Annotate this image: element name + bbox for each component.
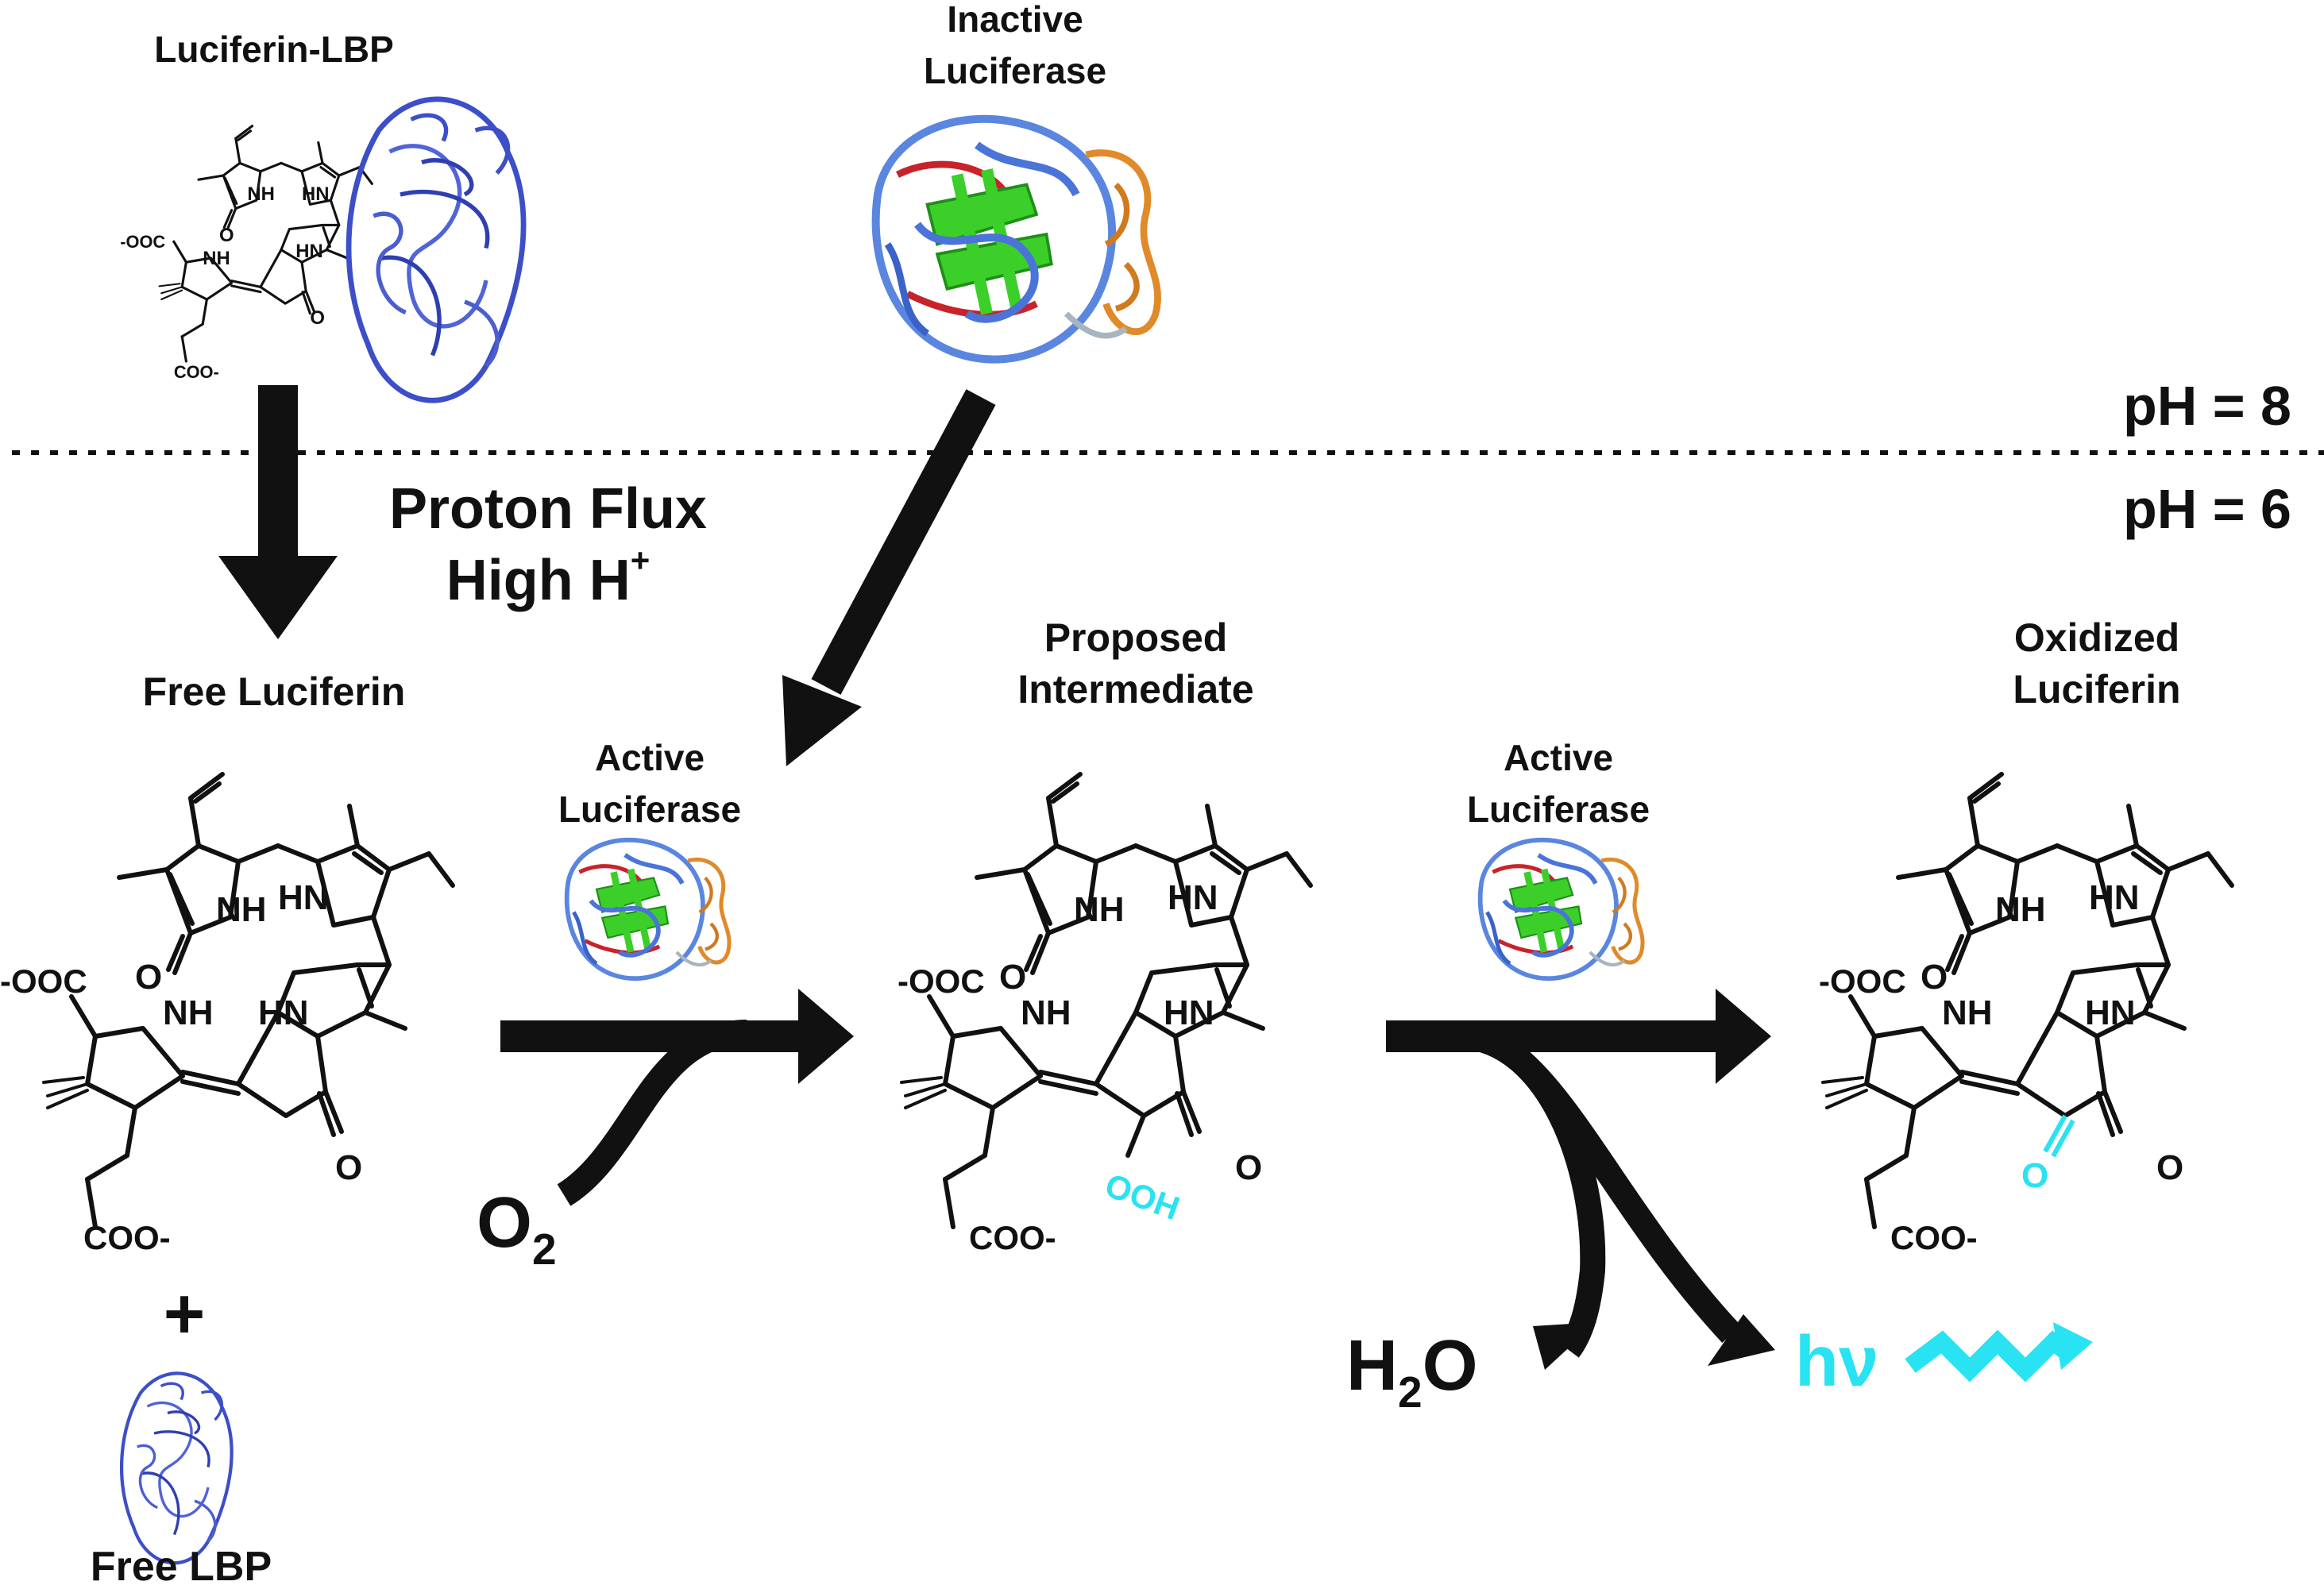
svg-text:O: O [310, 307, 325, 329]
inactive-luciferase-label-line1: Inactive [947, 0, 1083, 40]
photon-wave-icon [1905, 1322, 2093, 1383]
h2o-label: H2O [1346, 1326, 1478, 1417]
lbp-protein-icon [349, 99, 523, 400]
active-luciferase-a-label-line1: Active [595, 737, 705, 778]
plus-sign: + [164, 1275, 206, 1354]
active-luciferase-b-icon [1480, 840, 1643, 978]
svg-text:-OOC: -OOC [0, 962, 87, 1000]
svg-text:COO-: COO- [1890, 1219, 1978, 1256]
active-luciferase-a-label-line2: Luciferase [558, 789, 741, 830]
ph8-label: pH = 8 [2123, 375, 2291, 437]
proton-flux-label-line1: Proton Flux [389, 477, 707, 541]
svg-text:O: O [1235, 1148, 1262, 1187]
oxidation-arrow-2 [1386, 989, 1775, 1370]
svg-text:NH: NH [247, 183, 275, 205]
new-ketone-oxygen: O [2021, 1156, 2048, 1195]
free-lbp-label: Free LBP [91, 1544, 272, 1589]
free-lbp-protein-icon [122, 1373, 232, 1563]
free-luciferin-structure: NH HN HN NH O O -OOC COO- [0, 774, 453, 1256]
inactive-luciferase-icon [876, 119, 1158, 360]
hydroperoxide-group: OOH [1100, 1166, 1184, 1227]
proton-flux-arrow [218, 385, 338, 639]
hv-label: hν [1795, 1322, 1878, 1402]
svg-text:NH: NH [1074, 890, 1125, 929]
svg-text:HN: HN [1168, 878, 1218, 917]
free-luciferin-label: Free Luciferin [143, 669, 406, 714]
svg-text:HN: HN [302, 183, 330, 205]
oxidized-luciferin-label-line2: Luciferin [2013, 667, 2180, 712]
proposed-intermediate-structure: NH HN HN NH O O -OOC COO- OOH [898, 774, 1311, 1256]
svg-text:NH: NH [1995, 890, 2046, 929]
proposed-intermediate-label-line1: Proposed [1044, 615, 1228, 660]
svg-text:HN: HN [1164, 993, 1214, 1032]
active-luciferase-b-label-line1: Active [1504, 737, 1613, 778]
svg-text:-OOC: -OOC [1819, 962, 1906, 1000]
oxidized-luciferin-structure: NH HN HN NH O O -OOC COO- O [1819, 774, 2232, 1256]
svg-text:COO-: COO- [174, 362, 219, 382]
svg-text:O: O [135, 958, 162, 997]
ph6-label: pH = 6 [2123, 478, 2291, 540]
svg-text:-OOC: -OOC [898, 962, 985, 1000]
svg-text:NH: NH [216, 890, 267, 929]
svg-text:HN: HN [258, 993, 309, 1032]
svg-text:HN: HN [2089, 878, 2140, 917]
proton-flux-label-line2: High H+ [446, 542, 650, 612]
svg-text:O: O [2156, 1148, 2183, 1187]
svg-text:HN: HN [295, 241, 323, 262]
svg-text:O: O [219, 225, 234, 246]
svg-text:NH: NH [163, 993, 214, 1032]
svg-text:O: O [1921, 958, 1948, 997]
svg-text:HN: HN [2085, 993, 2136, 1032]
oxidation-arrow-1 [500, 989, 854, 1206]
svg-text:-OOC: -OOC [120, 232, 165, 252]
svg-text:COO-: COO- [83, 1219, 171, 1256]
activation-arrow [782, 389, 996, 766]
o2-label: O2 [477, 1183, 557, 1274]
svg-text:NH: NH [1942, 993, 1993, 1032]
svg-text:O: O [335, 1148, 362, 1187]
proposed-intermediate-label-line2: Intermediate [1017, 667, 1253, 712]
luciferin-lbp-label: Luciferin-LBP [154, 29, 394, 70]
svg-text:HN: HN [278, 878, 329, 917]
inactive-luciferase-label-line2: Luciferase [924, 50, 1106, 91]
luciferin-lbp-structure: NH HN HN NH O O -OOC COO- [120, 125, 373, 382]
svg-text:O: O [999, 958, 1026, 997]
oxidized-luciferin-label-line1: Oxidized [2014, 615, 2179, 660]
active-luciferase-a-icon [567, 840, 729, 978]
svg-text:NH: NH [203, 248, 230, 269]
svg-text:NH: NH [1021, 993, 1071, 1032]
svg-text:COO-: COO- [969, 1219, 1056, 1256]
active-luciferase-b-label-line2: Luciferase [1467, 789, 1650, 830]
